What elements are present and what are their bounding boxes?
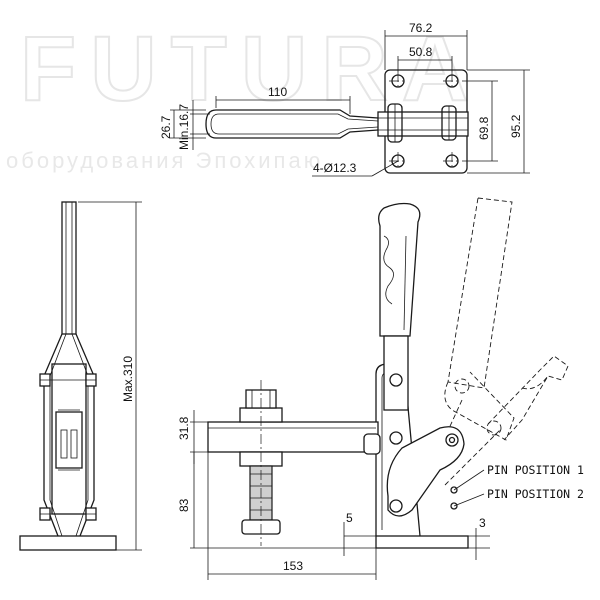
dim-plate-height: 95.2 <box>509 114 523 138</box>
watermark: FUTURA оборудования Эпохипаю <box>6 17 469 173</box>
dim-base-offset: 3 <box>479 516 486 530</box>
dim-max-height: Max.310 <box>121 356 135 402</box>
pin-position-2-label: PIN POSITION 2 <box>487 487 584 501</box>
pivot-pin <box>389 431 403 445</box>
watermark-tagline: оборудования Эпохипаю <box>6 148 323 173</box>
dim-handle-length: 110 <box>268 85 287 99</box>
front-base-plate <box>375 535 469 549</box>
dim-arm-height: 31.8 <box>177 416 191 440</box>
clamp-arm <box>207 421 379 453</box>
pin-position-1-label: PIN POSITION 1 <box>487 463 584 477</box>
side-view: Max.310 <box>19 201 142 551</box>
side-body <box>51 363 87 515</box>
pin-position-1-hole <box>450 486 458 494</box>
front-view: PIN POSITION 1 PIN POSITION 2 31.8 83 15… <box>177 197 584 580</box>
dim-pin-offset: 5 <box>346 511 353 525</box>
dim-hole-spacing-x: 50.8 <box>409 45 433 59</box>
pivot-pin <box>389 373 403 387</box>
side-spindle <box>55 411 83 469</box>
clamp-body-top <box>377 111 469 137</box>
front-handle-grip <box>378 202 421 337</box>
side-base-plate <box>19 535 117 551</box>
side-handle <box>61 201 77 335</box>
handle-outline <box>205 109 379 139</box>
dim-holes: 4-Ø12.3 <box>313 161 357 175</box>
front-handle-shank <box>383 335 409 411</box>
dim-handle-min: Min.16.7 <box>177 104 191 150</box>
dim-total-length: 153 <box>283 559 303 573</box>
dim-handle-height: 26.7 <box>159 115 173 139</box>
dim-plate-width: 76.2 <box>409 21 433 35</box>
dim-base-height: 83 <box>177 498 191 512</box>
open-handle-outline <box>447 197 513 389</box>
dim-hole-spacing-y: 69.8 <box>477 116 491 140</box>
front-linkage <box>386 426 465 517</box>
pin-position-2-hole <box>450 502 458 510</box>
top-view: 76.2 50.8 69.8 95.2 110 26.7 Min.16.7 4-… <box>159 21 530 177</box>
